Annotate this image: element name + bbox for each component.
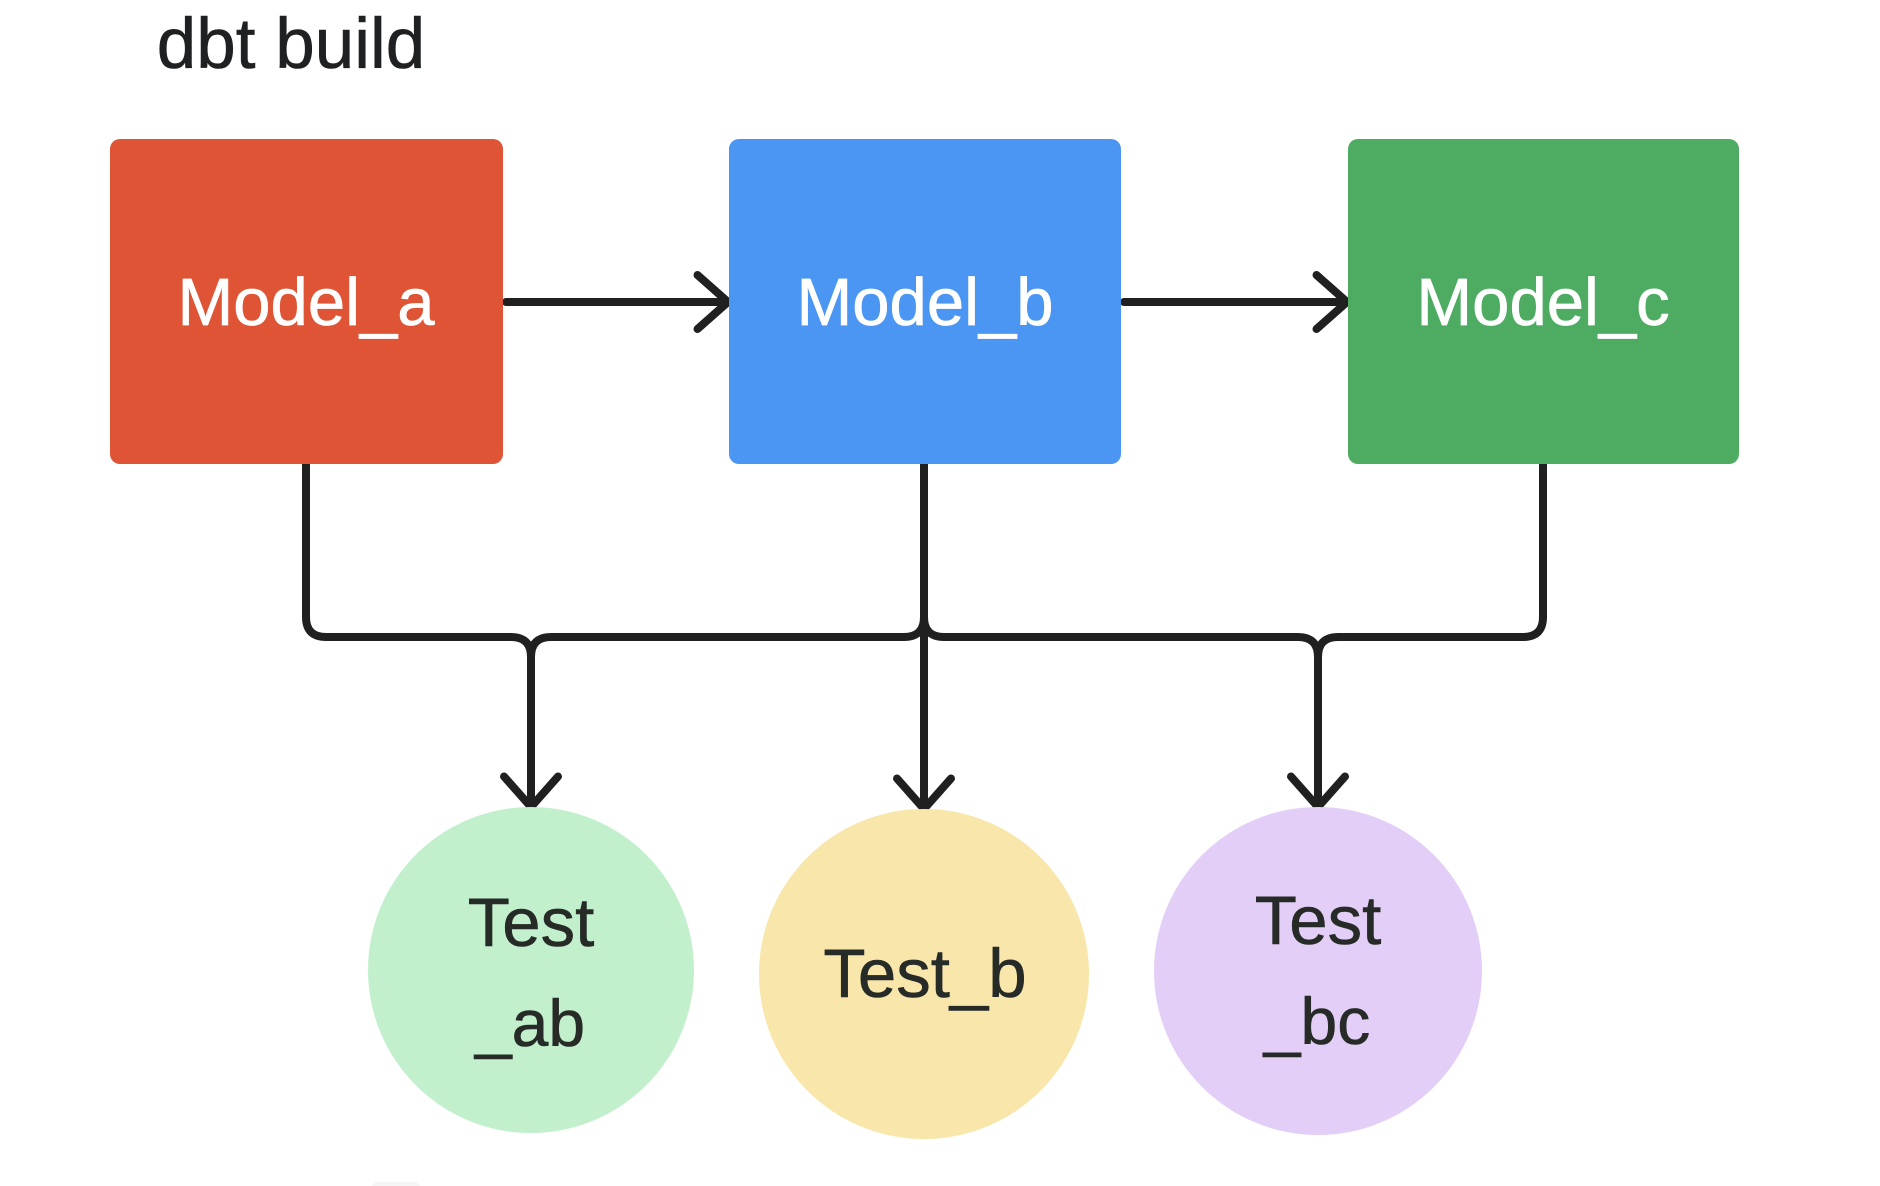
- svg-text:_bc: _bc: [1263, 984, 1370, 1058]
- svg-text:Test: Test: [1255, 882, 1382, 959]
- svg-text:dbt build: dbt build: [157, 5, 425, 84]
- svg-text:Model_a: Model_a: [177, 265, 435, 340]
- svg-text:Model_c: Model_c: [1416, 265, 1669, 340]
- svg-text:_ab: _ab: [474, 986, 585, 1060]
- svg-text:Model_b: Model_b: [796, 265, 1053, 340]
- svg-text:Test: Test: [468, 884, 595, 961]
- svg-text:Test_b: Test_b: [823, 935, 1026, 1012]
